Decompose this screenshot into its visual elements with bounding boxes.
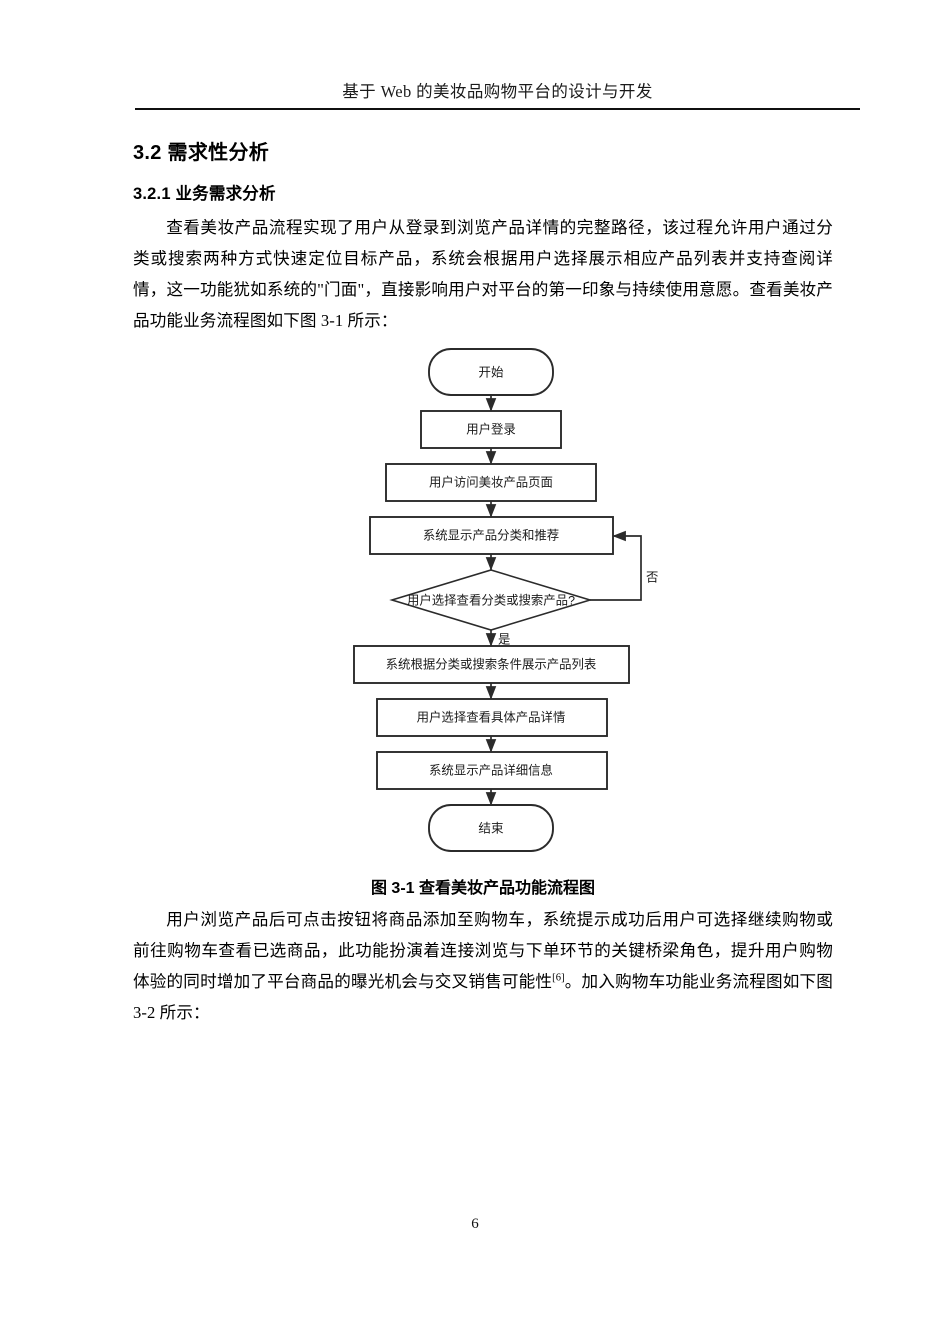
paragraph-cart-requirements: 用户浏览产品后可点击按钮将商品添加至购物车，系统提示成功后用户可选择继续购物或前…	[133, 898, 833, 1028]
citation-marker: [6]	[552, 972, 565, 984]
section-heading: 3.2 需求性分析	[133, 142, 270, 164]
paragraph-cart-text-1: 用户浏览产品后可点击按钮将商品添加至购物车，系统提示成功后用户可选择继续购物或前…	[133, 910, 833, 991]
node-show-detail-label: 系统显示产品详细信息	[429, 762, 553, 777]
node-select-detail-shape	[376, 698, 608, 737]
node-show-list-shape	[353, 645, 630, 684]
subsection-heading: 3.2.1 业务需求分析	[133, 185, 276, 203]
page-header: 基于 Web 的美妆品购物平台的设计与开发	[135, 78, 860, 110]
header-title: 基于 Web 的美妆品购物平台的设计与开发	[342, 82, 653, 101]
connector-decision-no-loop	[590, 530, 642, 601]
node-show-detail-shape	[376, 751, 608, 790]
node-decision-label: 用户选择查看分类或搜索产品?	[407, 592, 575, 607]
paragraph-cart-text-2: 。加入购物车功能业务流程图如下图 3-2 所示：	[133, 972, 833, 1022]
node-start-shape	[428, 348, 554, 396]
node-end-label: 结束	[478, 821, 504, 835]
edge-label-no: 否	[646, 570, 658, 584]
page-number: 6	[471, 1216, 479, 1232]
node-show-list-label: 系统根据分类或搜索条件展示产品列表	[386, 656, 597, 671]
figure-flowchart-3-1: 开始 用户登录 用户访问美妆产品页面 系统显示产品分类和推荐 用户选择查看分类或…	[133, 336, 833, 870]
paragraph-business-requirements: 查看美妆产品流程实现了用户从登录到浏览产品详情的完整路径，该过程允许用户通过分类…	[133, 218, 833, 330]
node-select-detail-label: 用户选择查看具体产品详情	[417, 709, 566, 724]
node-show-categories-shape	[369, 516, 614, 555]
node-login-label: 用户登录	[466, 421, 516, 436]
node-visit-page-label: 用户访问美妆产品页面	[429, 474, 553, 489]
figure-caption: 图 3-1 查看美妆产品功能流程图	[370, 880, 596, 897]
node-end-shape	[428, 804, 554, 852]
node-decision-shape	[389, 569, 593, 631]
header-rule	[135, 108, 860, 110]
edge-label-yes: 是	[498, 632, 510, 646]
node-visit-page-shape	[385, 463, 597, 502]
node-start-label: 开始	[478, 365, 504, 379]
node-show-categories-label: 系统显示产品分类和推荐	[423, 528, 559, 542]
page-content: 3.2 需求性分析 3.2.1 业务需求分析 查看美妆产品流程实现了用户从登录到…	[133, 128, 833, 1028]
node-login-shape	[420, 410, 562, 449]
